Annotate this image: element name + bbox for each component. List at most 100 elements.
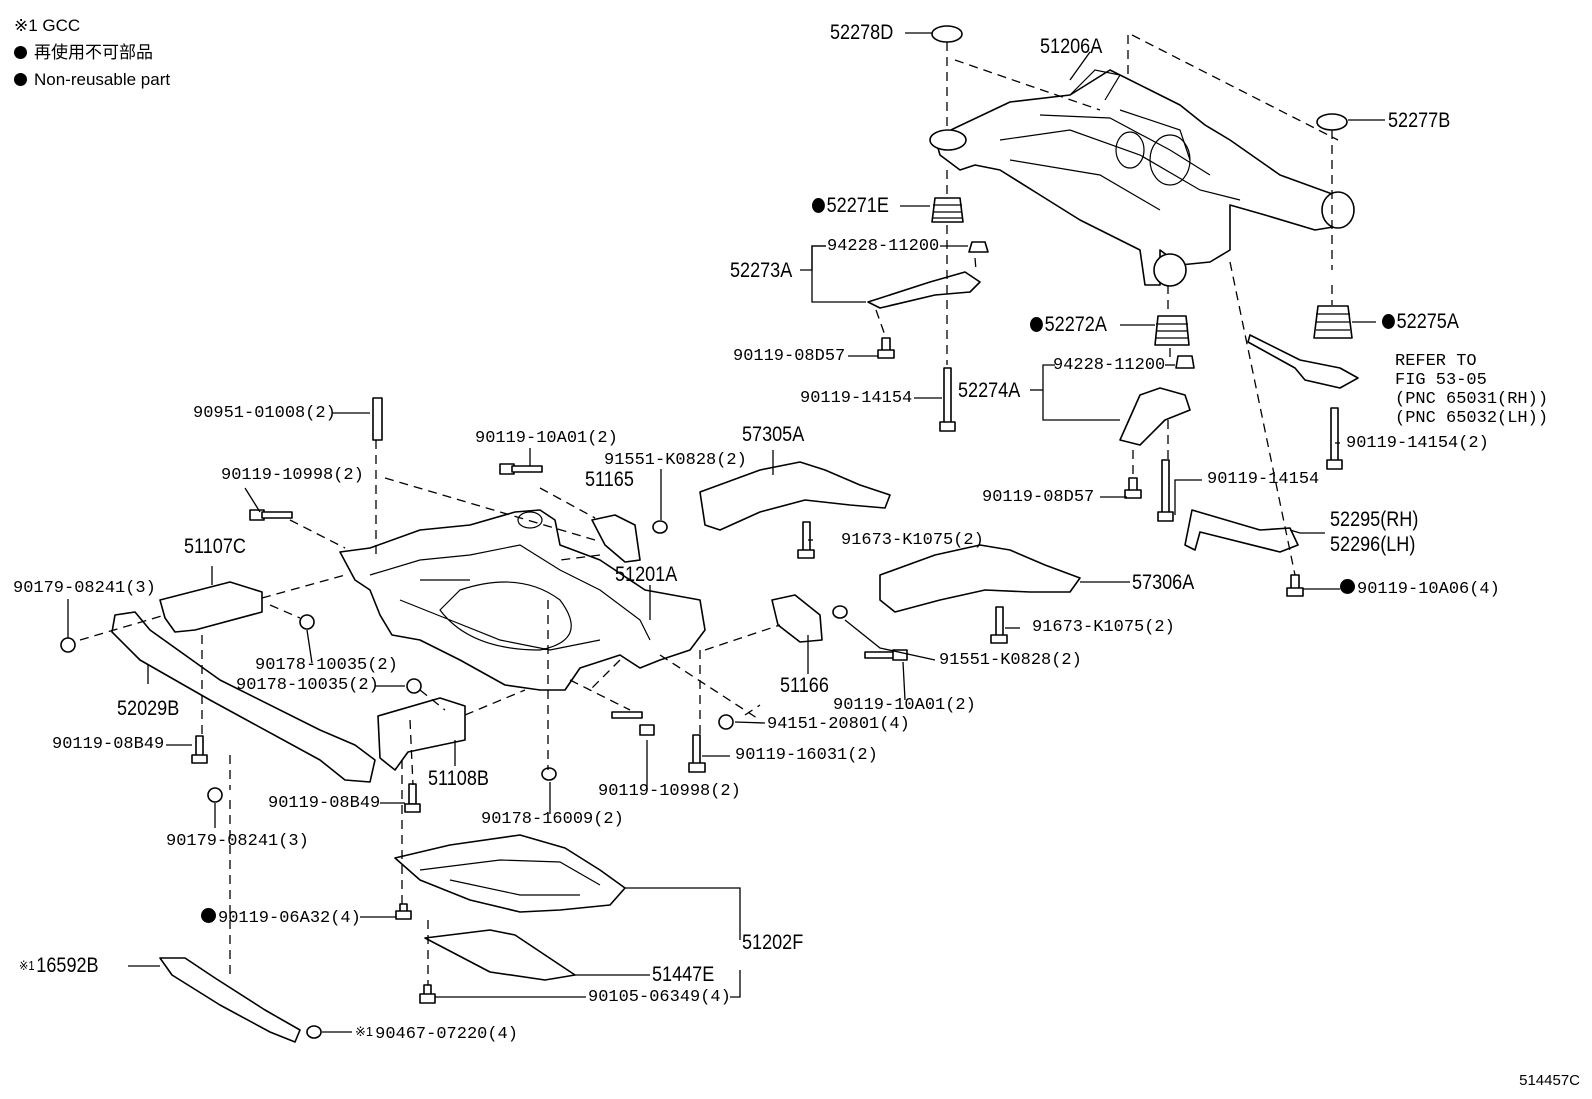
refer-line-4: (PNC 65032(LH))	[1395, 409, 1549, 428]
refer-line-3: (PNC 65031(RH))	[1395, 390, 1549, 409]
part-label-90179-08241-b[interactable]: 90179-08241(3)	[166, 832, 309, 851]
part-label-90119-10998-b[interactable]: 90119-10998(2)	[598, 782, 741, 801]
part-label-90178-16009[interactable]: 90178-16009(2)	[481, 810, 624, 829]
part-label-91673-K1075-a[interactable]: 91673-K1075(2)	[841, 531, 984, 550]
part-label-91673-K1075-b[interactable]: 91673-K1075(2)	[1032, 618, 1175, 637]
part-label-52273A[interactable]: 52273A	[730, 259, 793, 282]
bolt-90119-14154-a	[939, 367, 956, 432]
nut-90179-a	[60, 637, 76, 653]
cushion-52272A	[1154, 315, 1190, 346]
part-label-91551-K0828-b[interactable]: 91551-K0828(2)	[939, 651, 1082, 670]
part-label-90119-06A32[interactable]: 90119-06A32(4)	[201, 908, 361, 929]
nut-91551-a	[652, 520, 668, 534]
brace-51107C	[159, 581, 263, 633]
nut-90178-16009	[541, 767, 557, 781]
part-label-90119-10A01-a[interactable]: 90119-10A01(2)	[475, 429, 618, 448]
part-label-51206A[interactable]: 51206A	[1040, 35, 1103, 58]
refer-line-2: FIG 53-05	[1395, 371, 1487, 390]
part-label-51107C[interactable]: 51107C	[184, 535, 246, 558]
non-reusable-dot-icon	[1382, 314, 1395, 329]
bolt-90119-16031	[688, 734, 706, 773]
brace-51108B	[377, 697, 466, 771]
part-label-90119-16031[interactable]: 90119-16031(2)	[735, 746, 878, 765]
legend-en-text: Non-reusable part	[34, 70, 171, 89]
cushion-52271E	[931, 197, 964, 223]
part-label-90105-06349[interactable]: 90105-06349(4)	[588, 988, 731, 1007]
nut-91551-b	[832, 605, 848, 619]
part-label-51165[interactable]: 51165	[585, 468, 634, 491]
part-label-90951-01008[interactable]: 90951-01008(2)	[193, 404, 336, 423]
figure-id: 514457C	[1519, 1072, 1580, 1089]
part-number: 52271E	[826, 194, 889, 217]
nut-90178-b	[406, 678, 422, 694]
brace-57305A	[699, 461, 891, 531]
bolt-90119-14154-b	[1157, 459, 1174, 522]
crossmember-52029B	[111, 611, 376, 783]
part-label-90119-14154-b[interactable]: 90119-14154	[1207, 470, 1320, 489]
part-label-52295[interactable]: 52295(RH)	[1330, 508, 1419, 531]
part-label-91551-K0828-a[interactable]: 91551-K0828(2)	[604, 451, 747, 470]
part-label-90119-10A01-b[interactable]: 90119-10A01(2)	[833, 696, 976, 715]
part-label-90179-08241-a[interactable]: 90179-08241(3)	[13, 579, 156, 598]
arm-52273A	[867, 271, 981, 309]
part-label-52277B[interactable]: 52277B	[1388, 109, 1451, 132]
part-label-90178-10035-b[interactable]: 90178-10035(2)	[236, 676, 379, 695]
part-label-94228-11200-b[interactable]: 94228-11200	[1053, 356, 1166, 375]
part-label-16592B[interactable]: ※116592B	[19, 954, 99, 978]
part-label-90119-10A06[interactable]: 90119-10A06(4)	[1340, 579, 1500, 600]
legend-non-reusable-en: Non-reusable part	[14, 66, 170, 93]
part-label-90119-10998-a[interactable]: 90119-10998(2)	[221, 466, 364, 485]
gcc-mark: ※1	[355, 1024, 374, 1039]
refer-part-stabilizer	[1247, 334, 1359, 389]
non-reusable-dot-icon	[14, 73, 27, 86]
bolt-90119-08D57-a	[877, 337, 895, 359]
bolt-90119-10A01-b	[864, 649, 908, 661]
part-label-90119-08B49-a[interactable]: 90119-08B49	[52, 735, 165, 754]
part-label-94151-20801[interactable]: 94151-20801(4)	[767, 715, 910, 734]
stopper-52277B	[1316, 113, 1348, 131]
bracket-51166	[771, 594, 823, 643]
bracket-51165	[591, 514, 641, 563]
nut-90179-b	[207, 787, 223, 803]
part-label-52278D[interactable]: 52278D	[830, 21, 894, 44]
plate-51447E	[424, 929, 576, 981]
part-label-90178-10035-a[interactable]: 90178-10035(2)	[255, 656, 398, 675]
part-label-52296[interactable]: 52296(LH)	[1330, 533, 1416, 556]
nut-94151	[718, 714, 734, 730]
part-label-51166[interactable]: 51166	[780, 674, 829, 697]
part-label-52274A[interactable]: 52274A	[958, 379, 1021, 402]
clip-90467	[306, 1025, 322, 1039]
rear-suspension-member	[929, 69, 1355, 287]
part-label-51108B[interactable]: 51108B	[428, 767, 489, 790]
part-label-90119-14154-2[interactable]: 90119-14154(2)	[1346, 434, 1489, 453]
part-label-94228-11200-a[interactable]: 94228-11200	[827, 237, 940, 256]
refer-to-note[interactable]: REFER TO FIG 53-05 (PNC 65031(RH)) (PNC …	[1395, 352, 1548, 428]
non-reusable-dot-icon	[1030, 317, 1043, 332]
bolt-90119-14154-2	[1326, 407, 1343, 470]
part-label-52271E[interactable]: 52271E	[812, 194, 889, 218]
part-label-52272A[interactable]: 52272A	[1030, 313, 1107, 337]
part-label-90119-08B49-b[interactable]: 90119-08B49	[268, 794, 381, 813]
part-number: 52275A	[1396, 310, 1459, 333]
part-label-90119-08D57-a[interactable]: 90119-08D57	[733, 347, 846, 366]
part-number: 90119-10A06(4)	[1357, 580, 1500, 599]
bolt-90119-06A32	[395, 903, 412, 920]
part-label-51202F[interactable]: 51202F	[742, 931, 804, 954]
arm-52274A	[1119, 387, 1191, 446]
nut-90178-a	[299, 614, 315, 630]
part-label-51201A[interactable]: 51201A	[615, 563, 678, 586]
part-label-90119-08D57-b[interactable]: 90119-08D57	[982, 488, 1095, 507]
refer-line-1: REFER TO	[1395, 352, 1477, 371]
bolt-91673-a	[797, 521, 815, 559]
gcc-note: ※1 GCC	[14, 16, 81, 35]
bolt-90119-10A06	[1286, 574, 1304, 597]
part-label-52275A[interactable]: 52275A	[1382, 310, 1459, 334]
bolt-90119-08B49-b	[404, 783, 421, 813]
part-label-57305A[interactable]: 57305A	[742, 423, 805, 446]
part-label-90119-14154-a[interactable]: 90119-14154	[800, 389, 913, 408]
legend: ※1 GCC 再使用不可部品 Non-reusable part	[14, 12, 170, 93]
part-label-51447E[interactable]: 51447E	[652, 963, 715, 986]
part-label-57306A[interactable]: 57306A	[1132, 571, 1195, 594]
part-label-52029B[interactable]: 52029B	[117, 697, 180, 720]
